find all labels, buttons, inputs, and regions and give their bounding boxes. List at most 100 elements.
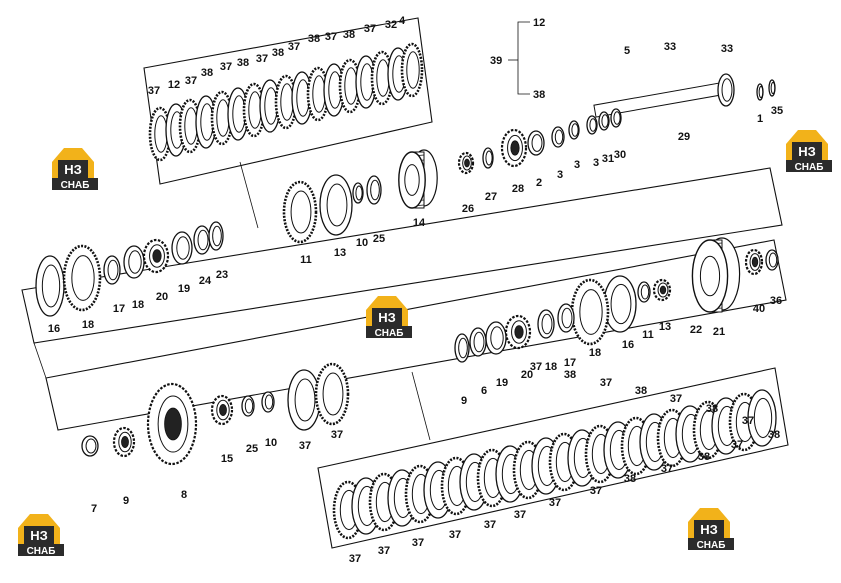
callout-label: 37 — [349, 553, 361, 565]
callout-label: 4 — [399, 15, 406, 27]
part-f-36 — [62, 244, 102, 312]
callout-label: 1 — [757, 113, 763, 125]
callout-label: 11 — [642, 329, 654, 341]
callout-label: 20 — [521, 369, 533, 381]
svg-text:СНАБ: СНАБ — [697, 540, 726, 551]
part-p-38 — [123, 245, 145, 279]
part-g-44 — [744, 248, 764, 276]
part-g-58 — [146, 382, 198, 466]
callout-label: 38 — [343, 29, 355, 41]
brace-label-parent: 39 — [490, 55, 502, 67]
callout-label: 5 — [624, 45, 630, 57]
callout-label: 24 — [199, 275, 212, 287]
part-f-34 — [282, 180, 318, 244]
part-p-61 — [261, 391, 275, 413]
part-p-28 — [482, 147, 494, 169]
callout-label: 17 — [113, 303, 125, 315]
callout-label: 37 — [590, 485, 602, 497]
callout-label: 37 — [549, 497, 561, 509]
part-p-62 — [287, 369, 321, 431]
callout-label: 2 — [536, 177, 542, 189]
callout-label: 37 — [364, 23, 376, 35]
part-g-46 — [652, 278, 672, 302]
part-p-55 — [454, 333, 470, 363]
callout-label: 37 — [449, 529, 461, 541]
callout-label: 37 — [731, 439, 743, 451]
part-g-57 — [112, 426, 136, 458]
part-p-23 — [551, 126, 565, 148]
part-p-19 — [756, 83, 764, 101]
callout-label: 37 — [220, 61, 232, 73]
svg-text:НЗ: НЗ — [378, 310, 396, 325]
frame-upper-shaft-group — [21, 167, 783, 344]
part-f-49 — [570, 278, 610, 346]
part-g-59 — [210, 394, 234, 426]
callout-label: 31 — [602, 153, 614, 165]
callout-label: 37 — [325, 31, 337, 43]
callout-label: 33 — [664, 41, 676, 53]
callout-label: 37 — [378, 545, 390, 557]
part-p-37 — [103, 255, 121, 285]
brace-label-top: 12 — [533, 17, 545, 29]
part-p-47 — [637, 281, 651, 303]
part-p-51 — [537, 309, 555, 339]
callout-label: 37 — [484, 519, 496, 531]
callout-label: 37 — [670, 393, 682, 405]
svg-text:СНАБ: СНАБ — [27, 546, 56, 557]
part-p-54 — [469, 327, 487, 357]
callout-label: 10 — [356, 237, 368, 249]
part-g-29 — [457, 151, 475, 175]
part-p-53 — [485, 321, 507, 355]
part-f-16 — [400, 42, 424, 98]
callout-label: 30 — [614, 149, 626, 161]
leader-top-pack — [239, 161, 259, 229]
callout-label: 9 — [461, 395, 467, 407]
callout-label: 3 — [574, 159, 580, 171]
callout-label: 18 — [589, 347, 601, 359]
part-p-50 — [557, 303, 575, 333]
parts-layer — [35, 42, 779, 540]
part-p-24 — [568, 120, 580, 140]
callout-label: 27 — [485, 191, 497, 203]
callout-label: 6 — [481, 385, 487, 397]
callout-label: 32 — [385, 19, 397, 31]
callout-label: 12 — [168, 79, 180, 91]
callout-label: 15 — [221, 453, 233, 465]
callout-label: 19 — [178, 283, 190, 295]
part-f-63 — [314, 362, 350, 426]
callout-label: 14 — [413, 217, 426, 229]
part-p-35 — [35, 255, 65, 317]
part-p-3 — [195, 95, 217, 149]
callout-label: 38 — [272, 47, 284, 59]
frame-middle-shaft-group — [45, 239, 787, 431]
svg-text:НЗ: НЗ — [30, 528, 48, 543]
callout-brace-39: 39 12 38 — [490, 17, 545, 101]
part-p-33 — [319, 174, 353, 236]
callout-label: 10 — [265, 437, 277, 449]
callout-label: 3 — [557, 169, 563, 181]
part-p-87 — [747, 389, 777, 447]
callout-label: 40 — [753, 303, 765, 315]
callout-label: 37 — [185, 75, 197, 87]
callout-label: 37 — [331, 429, 343, 441]
callout-label: 37 — [299, 440, 311, 452]
part-p-56 — [81, 435, 99, 457]
svg-text:НЗ: НЗ — [798, 144, 816, 159]
callout-label: 7 — [91, 503, 97, 515]
callout-label: 38 — [698, 451, 710, 463]
part-p-22 — [527, 130, 545, 156]
logo-mark-1: НЗ СНАБ — [786, 130, 832, 173]
part-p-18 — [717, 73, 735, 107]
callout-label: 33 — [721, 43, 733, 55]
part-p-43 — [765, 249, 779, 271]
svg-text:СНАБ: СНАБ — [795, 162, 824, 173]
callout-label: 37 — [412, 537, 424, 549]
callout-label: 25 — [373, 233, 385, 245]
callout-label: 19 — [496, 377, 508, 389]
callout-label: 29 — [678, 131, 690, 143]
svg-text:СНАБ: СНАБ — [375, 328, 404, 339]
leader-left-link — [33, 342, 47, 379]
callout-label: 37 — [600, 377, 612, 389]
